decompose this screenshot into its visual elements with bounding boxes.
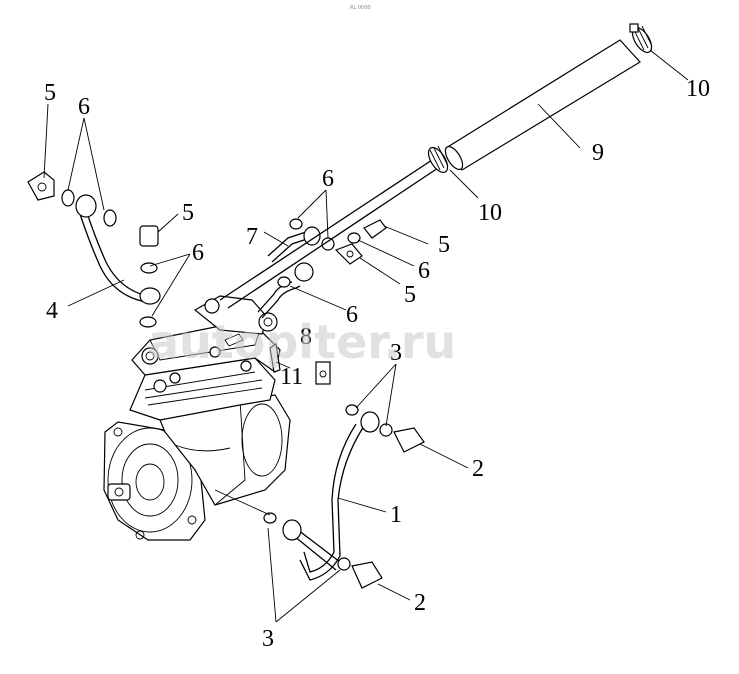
watermark: autopiter.ru	[148, 315, 456, 369]
banjo-fitting-7-top	[303, 226, 321, 246]
washer-6-lower-a	[277, 276, 291, 288]
callout-6: 6	[192, 240, 204, 266]
hose-9	[445, 39, 641, 171]
hose-clamp-10-lower	[427, 145, 449, 174]
callout-5: 5	[438, 232, 450, 258]
callout-11: 11	[280, 364, 303, 390]
banjo-fitting-4-top	[75, 194, 97, 218]
leader-lines	[43, 49, 689, 623]
callout-6: 6	[78, 94, 90, 120]
air-compressor	[103, 295, 291, 541]
hose-9-assembly	[219, 23, 653, 309]
callout-3: 3	[262, 626, 274, 652]
washer-6-upper-a	[289, 218, 303, 230]
callout-5: 5	[182, 200, 194, 226]
callout-3: 3	[390, 340, 402, 366]
callout-6: 6	[418, 258, 430, 284]
callout-5: 5	[44, 80, 56, 106]
banjo-fitting-7-bottom	[294, 262, 314, 282]
callout-5: 5	[404, 282, 416, 308]
bracket-8	[315, 361, 331, 385]
banjo-fitting-1-top	[360, 411, 380, 433]
callout-2: 2	[472, 456, 484, 482]
callout-7: 7	[246, 224, 258, 250]
callout-10: 10	[686, 76, 710, 102]
pipe-4-assembly	[27, 171, 161, 328]
washer-6-mid-b	[139, 316, 157, 328]
washer-3-lower-a	[263, 512, 277, 524]
washer-3-upper-a	[345, 404, 359, 416]
banjo-bolt-5-upper-right	[363, 219, 387, 239]
callout-6: 6	[322, 166, 334, 192]
corner-code: RL 0000	[350, 5, 371, 11]
pipe-7-assembly	[257, 218, 387, 319]
washer-6-left-a	[61, 189, 75, 207]
banjo-bolt-5-lower-right	[334, 243, 363, 265]
banjo-bolt-5-mid	[139, 225, 159, 247]
callout-numbers: 5 6 4 5 6 6 7 5 6 5 6 9 10 10 8 11 3 2 1…	[44, 76, 710, 652]
washer-6-right	[347, 232, 361, 244]
callout-1: 1	[390, 502, 402, 528]
banjo-bolt-2-lower	[351, 561, 383, 589]
callout-4: 4	[46, 298, 58, 324]
banjo-bolt-5-left	[27, 171, 55, 201]
callout-10: 10	[478, 200, 502, 226]
callout-2: 2	[414, 590, 426, 616]
hose-clamp-10-upper	[629, 23, 653, 54]
banjo-fitting-1-bottom	[282, 519, 302, 541]
callout-8: 8	[300, 324, 312, 350]
washer-3-lower-b	[337, 557, 351, 571]
banjo-bolt-2-upper	[393, 427, 425, 453]
banjo-fitting-4-bottom	[139, 287, 161, 305]
pipe-1-assembly	[214, 404, 425, 589]
bolt-11	[269, 342, 281, 373]
watermark-text: autopiter.ru	[148, 315, 456, 369]
washer-6-left-b	[103, 209, 117, 227]
callout-6: 6	[346, 302, 358, 328]
callout-9: 9	[592, 140, 604, 166]
